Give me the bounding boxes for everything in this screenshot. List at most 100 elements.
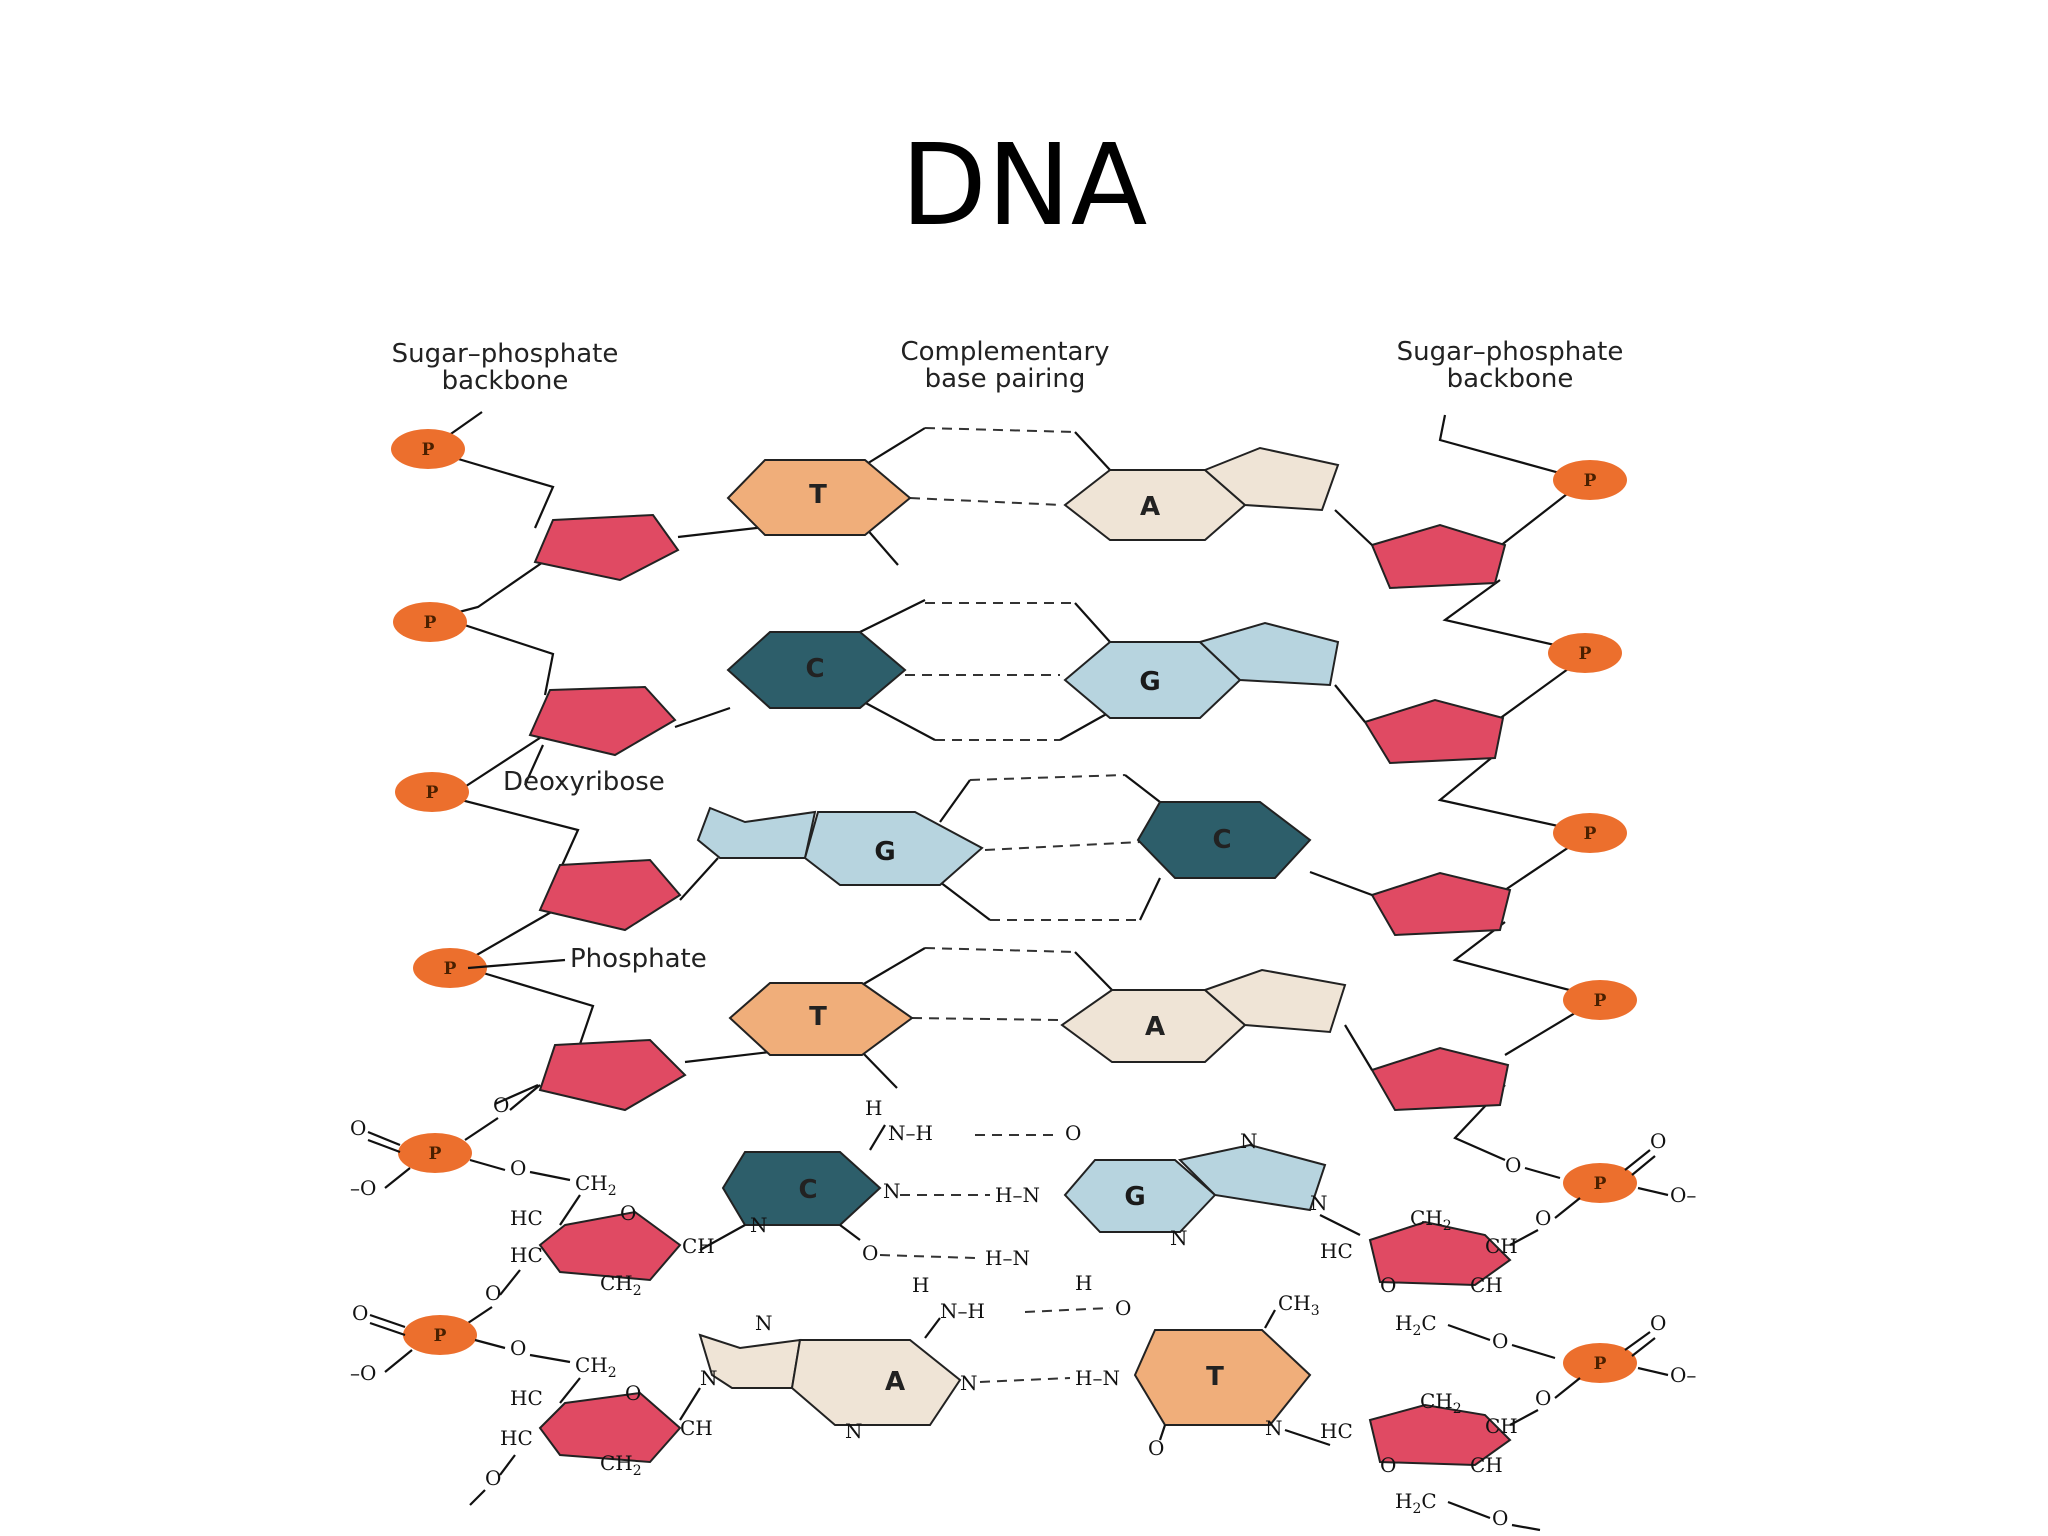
phosphate-left-3: [395, 772, 469, 812]
phosphate-right-4: [1563, 980, 1637, 1020]
atom: H: [912, 1273, 929, 1297]
phosphate-letter: P: [444, 959, 457, 979]
atom: HC: [510, 1206, 543, 1230]
atom: –O: [350, 1361, 376, 1385]
base-letter: T: [809, 1002, 827, 1032]
atom: N: [755, 1311, 773, 1335]
base-adenine-pentagon: [1203, 968, 1347, 1034]
sugar-right-2: [1363, 698, 1505, 765]
atom: O: [350, 1116, 366, 1140]
base-letter: A: [1140, 492, 1160, 522]
header-center-line2: base pairing: [925, 364, 1086, 394]
atom: H–N: [985, 1246, 1030, 1270]
deoxyribose-pointer: [523, 744, 545, 786]
sugar-right-chem-2: [1368, 1403, 1512, 1467]
base-letter: G: [874, 837, 895, 867]
base-letter: C: [1212, 825, 1231, 855]
atom-ch3: CH3: [1278, 1291, 1320, 1319]
base-cytosine-hexagon: [1136, 801, 1312, 879]
base-adenine-chemical-hexagon: [790, 1339, 962, 1426]
left-strand-chemical: O P O –O O CH2 HC HC O CH CH2 O P O –O O…: [350, 1084, 715, 1506]
header-right-line2: backbone: [1447, 364, 1574, 394]
atom: HC: [510, 1243, 543, 1267]
atom: N: [845, 1419, 863, 1443]
atom: O: [1492, 1329, 1508, 1353]
atom: HC: [500, 1426, 533, 1450]
base-letter: T: [809, 480, 827, 510]
atom-h2c: H2C: [1395, 1489, 1437, 1517]
atom: CH: [1470, 1453, 1503, 1477]
atom: O: [625, 1381, 641, 1405]
phosphate-letter: P: [1579, 644, 1592, 664]
atom: O: [1650, 1311, 1666, 1335]
atom: O: [1492, 1506, 1508, 1530]
atom: O: [1535, 1206, 1551, 1230]
atom: H–N: [1075, 1366, 1120, 1390]
phosphate-letter: P: [429, 1144, 442, 1164]
atom: O: [510, 1156, 526, 1180]
base-letter: C: [798, 1175, 817, 1205]
atom: O: [620, 1201, 636, 1225]
atom: N: [1265, 1416, 1283, 1440]
base-cytosine-hexagon: [726, 631, 907, 709]
base-thymine-hexagon: [726, 459, 912, 536]
atom: N–H: [888, 1121, 933, 1145]
atom-h2c: H2C: [1395, 1311, 1437, 1339]
atom: N: [1240, 1129, 1258, 1153]
sugar-left-4: [538, 1038, 687, 1112]
base-pair-3: G C: [679, 774, 1373, 921]
atom-ch2: CH2: [1420, 1389, 1462, 1417]
header-center: Complementary base pairing: [900, 337, 1109, 394]
atom-ch2: CH2: [600, 1271, 642, 1299]
atom: H: [1075, 1271, 1092, 1295]
atom: N: [700, 1366, 718, 1390]
phosphate-letter: P: [1594, 1174, 1607, 1194]
base-thymine-chemical: [1133, 1329, 1312, 1426]
sugar-left-3: [538, 858, 682, 932]
base-letter: C: [805, 654, 824, 684]
atom: N: [1310, 1191, 1328, 1215]
atom: O: [485, 1466, 501, 1490]
atom: O: [510, 1336, 526, 1360]
sugar-right-3: [1370, 871, 1512, 937]
atom: H: [865, 1096, 882, 1120]
atom: CH: [1485, 1414, 1518, 1438]
sugar-right-chem-1: [1368, 1220, 1512, 1287]
phosphate-left-chem-2: [403, 1315, 477, 1355]
base-letter: A: [885, 1367, 905, 1397]
right-strand-chemical: O P O O– O HC CH2 CH O CH H2C O P O O– O…: [1320, 1129, 1696, 1532]
atom: N–H: [940, 1299, 985, 1323]
sugar-left-chem-2: [538, 1391, 682, 1464]
left-backbone-schematic: P P P P: [391, 411, 687, 1112]
header-right-line1: Sugar–phosphate: [1397, 337, 1624, 367]
base-letter: T: [1206, 1362, 1224, 1392]
atom-ch2: CH2: [575, 1353, 617, 1381]
phosphate-right-chem-1: [1563, 1163, 1637, 1203]
base-letter: G: [1124, 1182, 1145, 1212]
phosphate-pointer: [467, 958, 566, 970]
atom: O: [352, 1301, 368, 1325]
base-pair-4: T A: [684, 947, 1373, 1089]
atom-ch2: CH2: [575, 1171, 617, 1199]
right-backbone-schematic: P P P P: [1363, 414, 1637, 1162]
atom: O: [1148, 1436, 1164, 1460]
sugar-right-1: [1370, 523, 1507, 590]
phosphate-left-2: [393, 602, 467, 642]
atom: CH: [682, 1234, 715, 1258]
atom: O: [1115, 1296, 1131, 1320]
base-guanine-hexagon: [803, 811, 984, 886]
atom: N: [883, 1179, 901, 1203]
atom: HC: [510, 1386, 543, 1410]
sugar-left-2: [528, 685, 677, 757]
header-left-line1: Sugar–phosphate: [392, 339, 619, 369]
atom: O: [862, 1241, 878, 1265]
atom: HC: [1320, 1419, 1353, 1443]
phosphate-left-chem-1: [398, 1133, 472, 1173]
phosphate-left-4: [413, 948, 487, 988]
atom: O: [1650, 1129, 1666, 1153]
base-pair-2: C G: [674, 599, 1366, 741]
phosphate-right-3: [1553, 813, 1627, 853]
base-guanine-chemical-pentagon: [1177, 1143, 1327, 1212]
atom-ch2: CH2: [600, 1451, 642, 1479]
phosphate-right-1: [1553, 460, 1627, 500]
